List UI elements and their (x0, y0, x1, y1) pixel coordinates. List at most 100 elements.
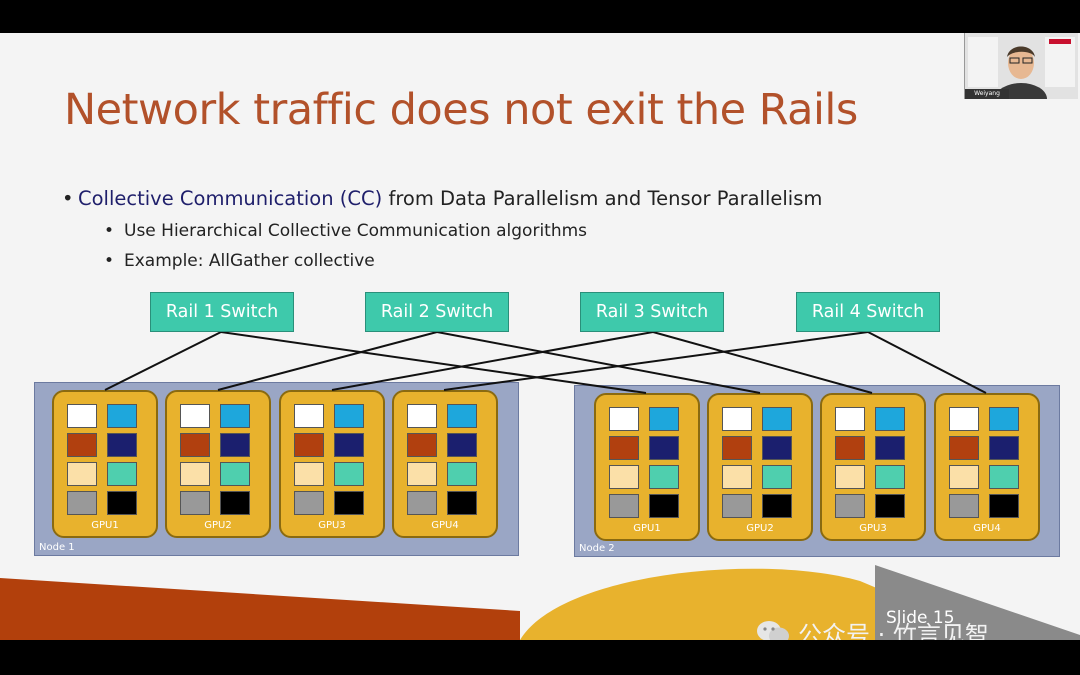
gpu-label: GPU3 (318, 520, 346, 531)
memory-cell (989, 436, 1019, 460)
gpu-label: GPU3 (859, 523, 887, 534)
memory-cell (835, 465, 865, 489)
memory-cell (762, 407, 792, 431)
memory-cell (762, 436, 792, 460)
memory-cell (722, 494, 752, 518)
memory-cell (949, 436, 979, 460)
memory-cell (220, 491, 250, 515)
memory-cell (334, 462, 364, 486)
gpu-label: GPU2 (204, 520, 232, 531)
memory-cell (989, 407, 1019, 431)
memory-cell (107, 404, 137, 428)
watermark-text: 公众号 · 竹言见智 (798, 621, 989, 640)
memory-cell (220, 462, 250, 486)
gpu-label: GPU4 (973, 523, 1001, 534)
memory-cell (722, 407, 752, 431)
gpu-label: GPU1 (91, 520, 119, 531)
gpu-card: GPU3 (820, 393, 926, 541)
slide-decoration (0, 565, 1080, 640)
memory-cell (180, 433, 210, 457)
speaker-avatar (965, 33, 1078, 99)
memory-cell (180, 491, 210, 515)
memory-cell (294, 433, 324, 457)
memory-cell (334, 491, 364, 515)
memory-cell (949, 465, 979, 489)
gpu-card: GPU1 (52, 390, 158, 538)
memory-cell (989, 465, 1019, 489)
memory-cell (875, 436, 905, 460)
bullet-dot: • (62, 187, 74, 210)
speaker-webcam: Weiyang Wang (964, 33, 1078, 99)
memory-cell (447, 433, 477, 457)
memory-cell (407, 404, 437, 428)
memory-cell (107, 491, 137, 515)
memory-cell (835, 436, 865, 460)
memory-cell (67, 404, 97, 428)
memory-cell (447, 462, 477, 486)
memory-cell (949, 407, 979, 431)
memory-cell (107, 433, 137, 457)
rail-2-switch: Rail 2 Switch (365, 292, 509, 332)
memory-cell (294, 491, 324, 515)
gpu-label: GPU4 (431, 520, 459, 531)
gpu-label: GPU1 (633, 523, 661, 534)
memory-cell (835, 494, 865, 518)
node-label: Node 1 (39, 542, 75, 553)
memory-cell (407, 462, 437, 486)
memory-cell (875, 407, 905, 431)
slide: Network traffic does not exit the Rails … (0, 33, 1080, 640)
watermark: 公众号 · 竹言见智 (756, 615, 989, 640)
memory-cell (609, 494, 639, 518)
slide-number: Slide 15 (886, 608, 955, 628)
gpu-label: GPU2 (746, 523, 774, 534)
memory-cell (835, 407, 865, 431)
memory-cell (334, 433, 364, 457)
memory-cell (875, 465, 905, 489)
memory-cell (67, 491, 97, 515)
main-bullet-text: from Data Parallelism and Tensor Paralle… (382, 187, 823, 210)
gpu-card: GPU2 (707, 393, 813, 541)
sub-bullet-text: Example: AllGather collective (124, 251, 375, 271)
memory-cell (407, 433, 437, 457)
bullet-dot: • (104, 251, 115, 271)
memory-cell (875, 494, 905, 518)
letterbox-bottom (0, 640, 1080, 675)
memory-cell (107, 462, 137, 486)
sub-bullet-text: Use Hierarchical Collective Communicatio… (124, 221, 588, 241)
rail-3-switch: Rail 3 Switch (580, 292, 724, 332)
memory-cell (180, 462, 210, 486)
memory-cell (220, 433, 250, 457)
memory-cell (447, 491, 477, 515)
memory-cell (762, 465, 792, 489)
main-bullet: •Collective Communication (CC) from Data… (62, 187, 822, 210)
memory-cell (407, 491, 437, 515)
memory-cell (447, 404, 477, 428)
speaker-name: Weiyang Wang (965, 89, 1009, 99)
node-label: Node 2 (579, 543, 615, 554)
letterbox-top (0, 0, 1080, 33)
memory-cell (180, 404, 210, 428)
memory-cell (609, 436, 639, 460)
wechat-icon (756, 620, 790, 640)
sub-bullet: •Use Hierarchical Collective Communicati… (104, 221, 587, 241)
gpu-card: GPU3 (279, 390, 385, 538)
memory-cell (649, 465, 679, 489)
memory-cell (609, 465, 639, 489)
rail-1-switch: Rail 1 Switch (150, 292, 294, 332)
memory-cell (722, 465, 752, 489)
memory-cell (949, 494, 979, 518)
memory-cell (67, 433, 97, 457)
gpu-card: GPU2 (165, 390, 271, 538)
cc-highlight: Collective Communication (CC) (78, 187, 383, 210)
memory-cell (989, 494, 1019, 518)
gpu-card: GPU1 (594, 393, 700, 541)
memory-cell (67, 462, 97, 486)
memory-cell (294, 462, 324, 486)
rail-4-switch: Rail 4 Switch (796, 292, 940, 332)
memory-cell (722, 436, 752, 460)
gpu-card: GPU4 (392, 390, 498, 538)
sub-bullet: • Example: AllGather collective (104, 251, 375, 271)
memory-cell (220, 404, 250, 428)
memory-cell (609, 407, 639, 431)
gpu-card: GPU4 (934, 393, 1040, 541)
